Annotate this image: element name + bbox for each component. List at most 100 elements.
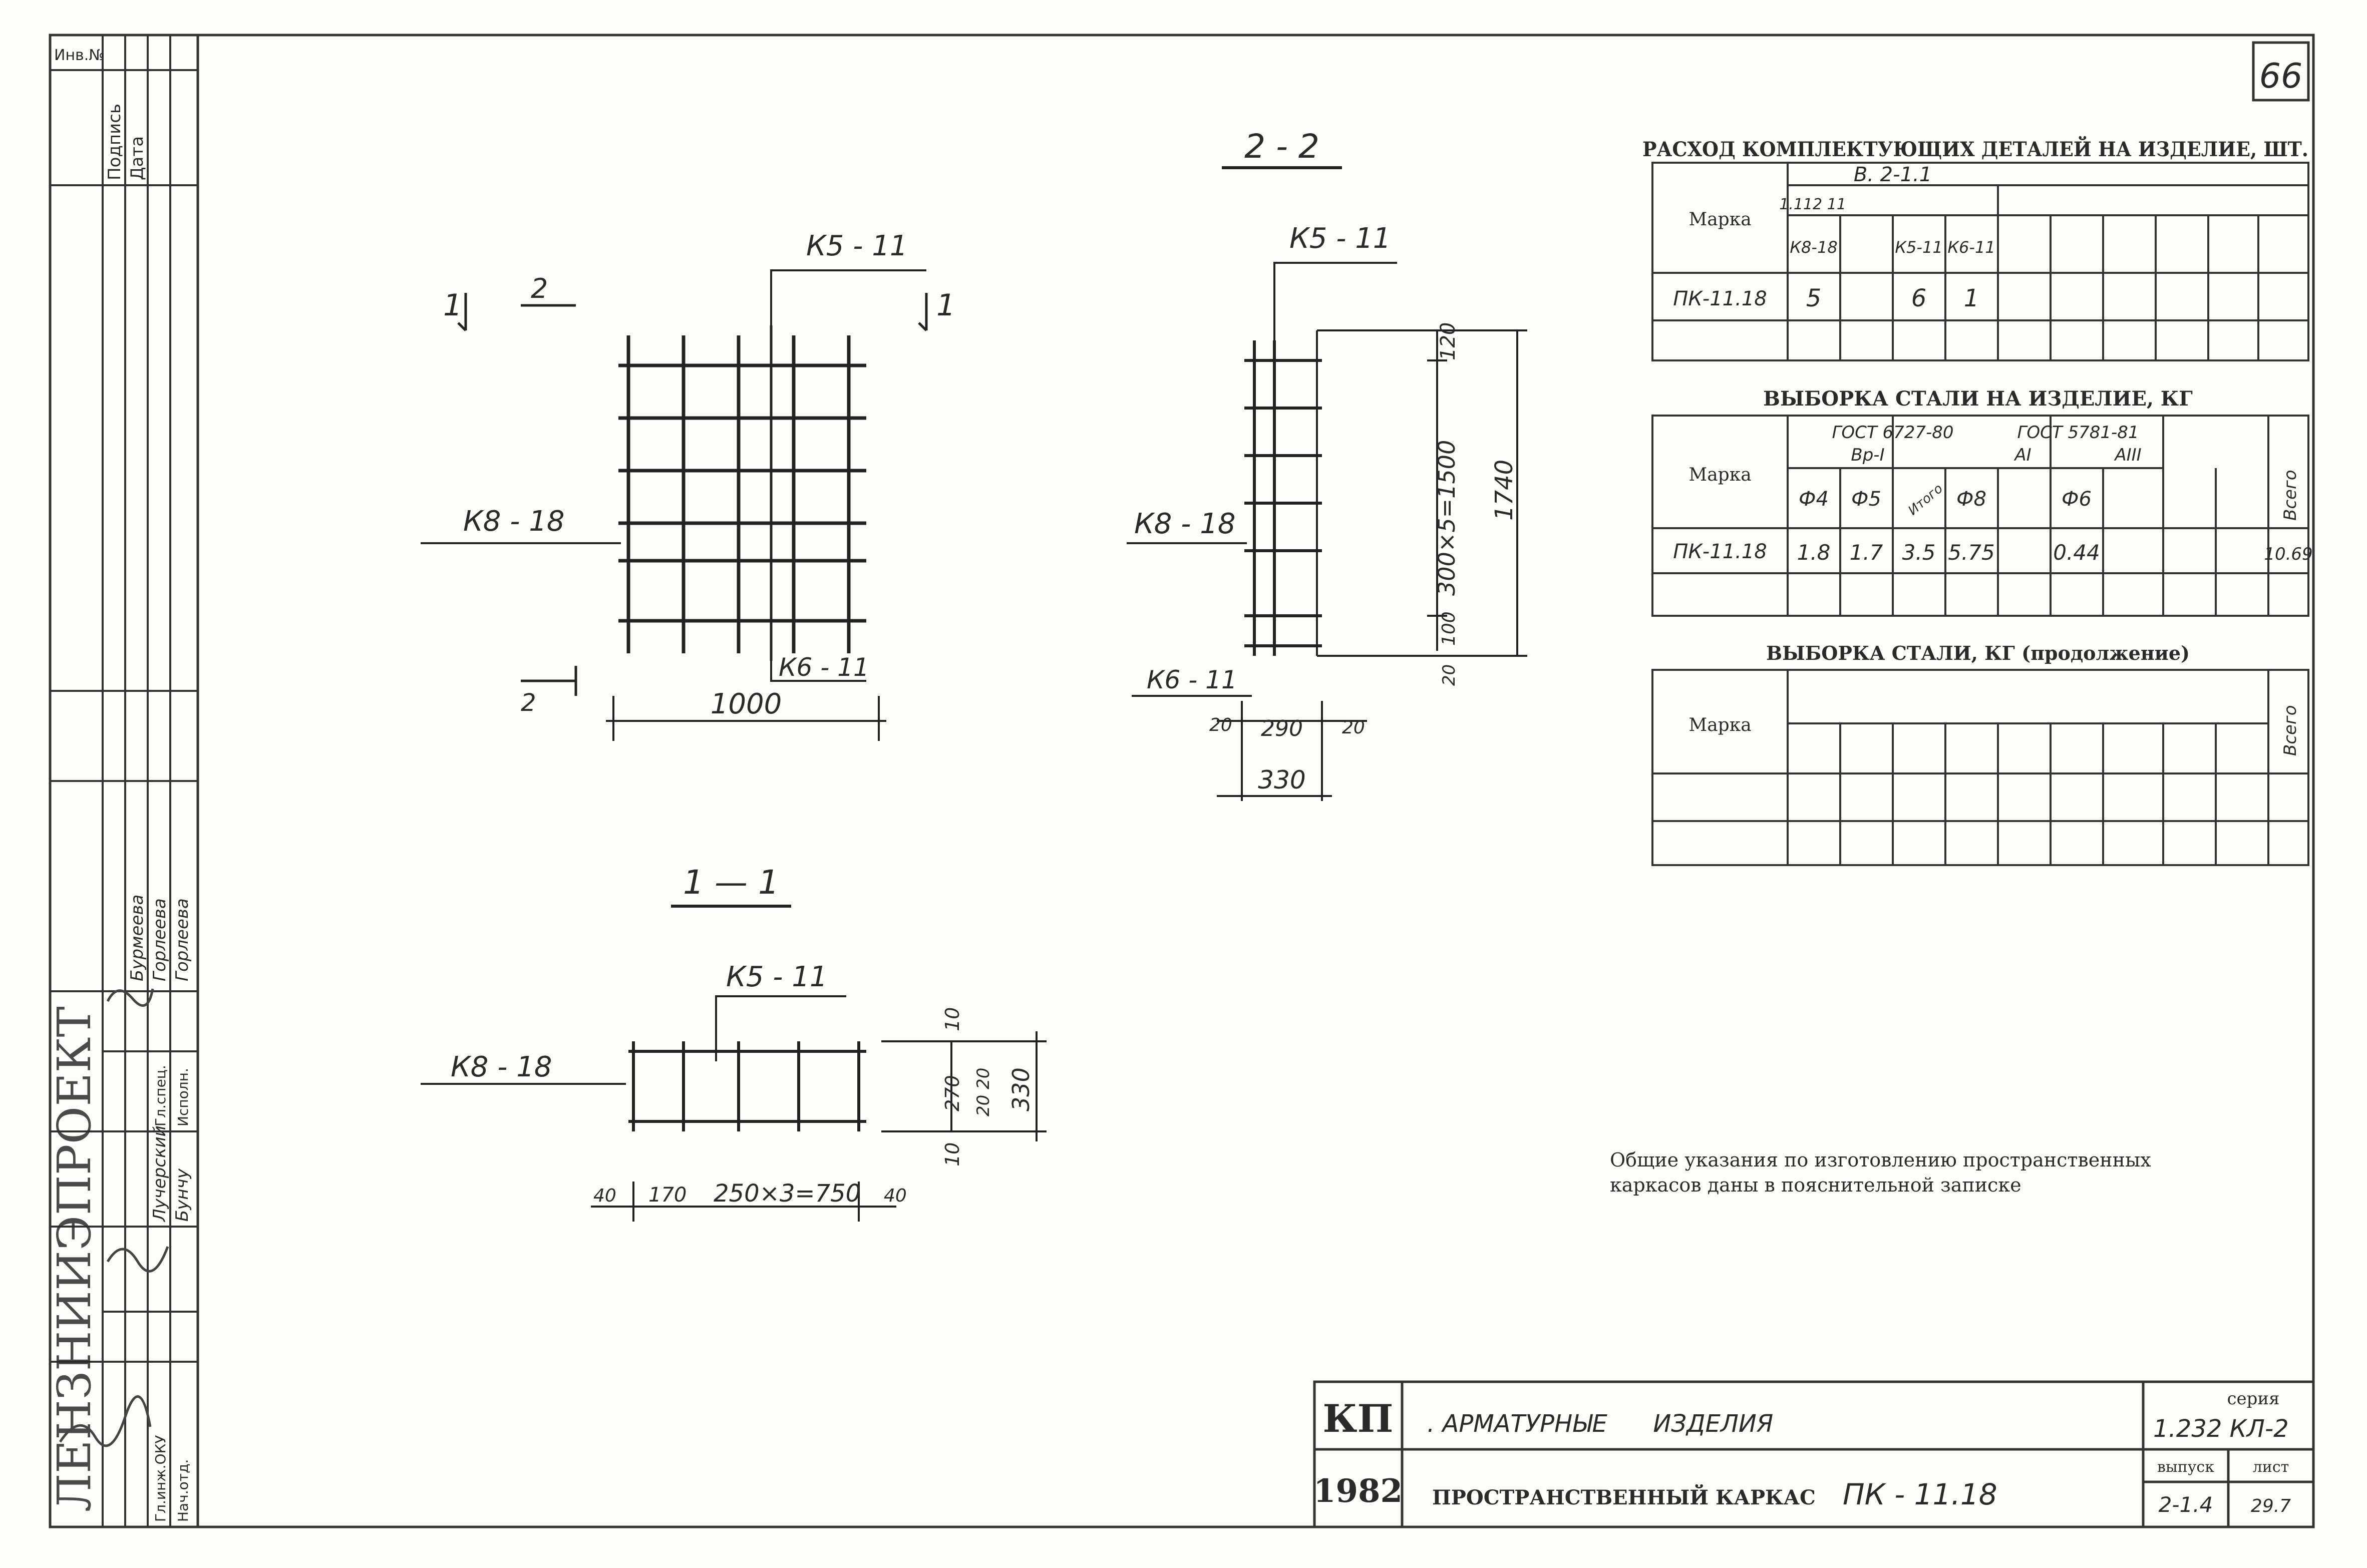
title-block-series-label: серия	[2227, 1389, 2279, 1409]
left-title-strip	[50, 35, 198, 1527]
title-block-issue: 2-1.4	[2159, 1492, 2213, 1517]
s22-dim-290: 290	[1261, 716, 1303, 741]
table1-col-4: К6-11	[1947, 238, 1995, 257]
table2-title: ВЫБОРКА СТАЛИ НА ИЗДЕЛИЕ, КГ	[1763, 387, 2193, 411]
table3-title: ВЫБОРКА СТАЛИ, КГ (продолжение)	[1766, 642, 2190, 664]
sheet-number: 66	[2259, 57, 2303, 96]
title-block-title2: ПРОСТРАНСТВЕННЫЙ КАРКАС	[1432, 1484, 1816, 1509]
sheet-frame	[49, 34, 2315, 1528]
s22-k8-label: К8 - 18	[1134, 508, 1235, 540]
table1-val-3: 6	[1911, 284, 1927, 312]
cut-mark-2-top: 2	[531, 273, 548, 304]
s11-dim-10-bottom: 10	[941, 1142, 963, 1166]
table2-val-1: 1.8	[1797, 540, 1831, 565]
table1-val-4: 1	[1964, 284, 1979, 312]
table2-col-3: Итого	[1905, 481, 1946, 518]
table3-grid	[1651, 669, 2309, 866]
table3-col-head: Марка	[1688, 715, 1751, 735]
section-1-1-title: 1 — 1	[683, 863, 779, 902]
table2-total-head: Всего	[2280, 470, 2300, 521]
section-1-1-view: К5 - 11 К8 - 18 40 170 250×3=750 40 10 2…	[421, 961, 1047, 1222]
table2-row-mark: ПК-11.18	[1673, 540, 1767, 563]
s22-dim-20: 20	[1439, 664, 1459, 686]
signature-scribbles	[59, 988, 169, 1447]
note-line-1: Общие указания по изготовлению пространс…	[1610, 1149, 2151, 1171]
table2-gost2-class-a: АI	[2013, 445, 2031, 465]
table2-val-4: 5.75	[1948, 540, 1995, 565]
strip-name-5: Горлеева	[172, 898, 192, 981]
table2-col-head: Марка	[1688, 465, 1751, 485]
title-block-series: 1.232 КЛ-2	[2153, 1415, 2289, 1443]
table2-grid	[1651, 415, 2309, 617]
front-view-bars	[618, 325, 866, 661]
strip-title-4: Исполн.	[175, 1068, 191, 1126]
front-k8-label: К8 - 18	[463, 505, 564, 538]
s22-dim-1740: 1740	[1490, 460, 1518, 521]
title-block-title1: . АРМАТУРНЫЕ ИЗДЕЛИЯ	[1427, 1410, 1773, 1438]
front-view: К5 - 11 К8 - 18 К6 - 11 1 1 2 2 1000	[421, 230, 955, 741]
table1-grid	[1651, 162, 2309, 361]
s22-k5-label: К5 - 11	[1289, 222, 1391, 255]
s11-dim-750: 250×3=750	[714, 1180, 861, 1208]
table1-subgroup: 1.112 11	[1779, 196, 1846, 213]
title-block-issue-label: выпуск	[2157, 1458, 2214, 1476]
table2-gost1-class: Вр-I	[1851, 445, 1884, 465]
title-block-sheet-label: лист	[2253, 1458, 2289, 1476]
sheet-number-box: 66	[2252, 41, 2310, 102]
section-cut-marks	[457, 293, 928, 696]
s11-dim-20-20: 20 20	[973, 1068, 993, 1116]
s11-dim-10-top: 10	[941, 1007, 963, 1031]
s11-dim-40-left: 40	[593, 1186, 616, 1206]
table2-val-2: 1.7	[1850, 540, 1883, 565]
section-2-2-view: К5 - 11 К8 - 18 К6 - 11 120 300×5=1500 1…	[1127, 222, 1527, 801]
table1-row-mark: ПК-11.18	[1673, 287, 1767, 310]
strip-title-2: Нач.отд.	[175, 1459, 191, 1522]
s22-dim-120: 120	[1437, 322, 1460, 360]
s11-k8-label: К8 - 18	[451, 1051, 552, 1083]
table2-col-4: Ф8	[1956, 488, 1986, 511]
s22-dim-1500: 300×5=1500	[1433, 440, 1460, 596]
s22-dim-100: 100	[1439, 611, 1459, 646]
table2-gost1: ГОСТ 6727-80	[1832, 423, 1953, 443]
strip-name-2: Бунчу	[172, 1168, 192, 1222]
table2-col-1: Ф4	[1799, 488, 1829, 511]
table1-title: РАСХОД КОМПЛЕКТУЮЩИХ ДЕТАЛЕЙ НА ИЗДЕЛИЕ,…	[1642, 136, 2308, 161]
s11-dim-170: 170	[648, 1184, 687, 1207]
table2-val-3: 3.5	[1902, 540, 1936, 565]
front-dim-1000: 1000	[711, 688, 782, 720]
title-block-year: 1982	[1313, 1472, 1403, 1510]
table2-col-5: Ф6	[2062, 488, 2092, 511]
table1-col-head: Марка	[1688, 209, 1751, 230]
s11-dim-330: 330	[1007, 1067, 1035, 1111]
front-k6-label: К6 - 11	[779, 653, 869, 682]
cut-mark-2-bottom: 2	[521, 689, 536, 717]
table1-col-3: К5-11	[1895, 238, 1942, 257]
table2-val-5: 0.44	[2053, 540, 2100, 565]
s22-k6-label: К6 - 11	[1147, 665, 1237, 694]
front-k5-label: К5 - 11	[806, 230, 907, 262]
s11-k5-label: К5 - 11	[726, 961, 827, 993]
cut-mark-1-right: 1	[936, 288, 955, 323]
cut-mark-1-left: 1	[443, 288, 462, 323]
s22-dim-20-right: 20	[1342, 717, 1365, 738]
table1-val-1: 5	[1806, 284, 1822, 312]
title-block-grid	[1313, 1380, 2315, 1528]
table2-gost2: ГОСТ 5781-81	[2017, 423, 2139, 443]
strip-title-3: Гл.спец.	[152, 1065, 169, 1126]
org-vertical: ЛЕНЗНИИЭПРОЕКТ	[48, 1006, 101, 1512]
note-line-2: каркасов даны в пояснительной записке	[1610, 1174, 2021, 1196]
strip-name-3: Бурмеева	[127, 895, 147, 981]
strip-header-1: Инв.№	[54, 47, 104, 64]
strip-title-1: Гл.инж.ОКУ	[152, 1435, 169, 1522]
table1-group: В. 2-1.1	[1854, 163, 1932, 186]
table3-total-head: Всего	[2280, 705, 2300, 756]
table2-col-2: Ф5	[1851, 488, 1881, 511]
section-2-2-title: 2 - 2	[1244, 127, 1319, 166]
title-block-sheet: 29.7	[2251, 1496, 2291, 1516]
strip-header-2: Подпись	[105, 104, 125, 180]
strip-name-1: Лучерский	[150, 1125, 170, 1223]
s22-dim-330: 330	[1258, 765, 1305, 795]
s11-dim-40-right: 40	[884, 1186, 907, 1206]
s22-dim-20-left: 20	[1209, 715, 1232, 735]
